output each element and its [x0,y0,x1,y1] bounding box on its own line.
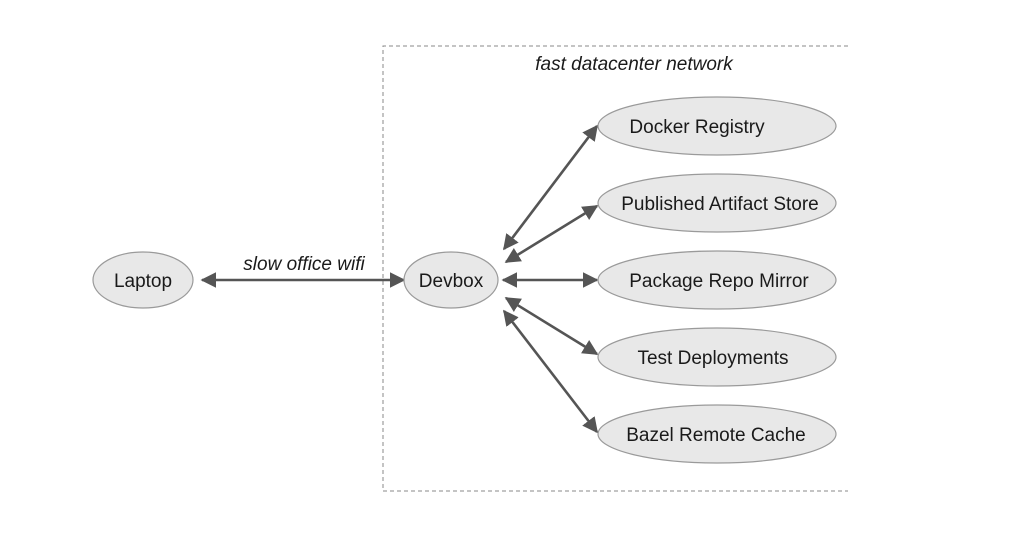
edge-devbox-artifact-store [504,204,599,264]
node-package-repo-label: Package Repo Mirror [629,271,809,292]
node-docker-registry-label: Docker Registry [629,117,765,138]
node-docker-registry: Docker Registry [597,96,837,156]
node-bazel-cache-label: Bazel Remote Cache [626,425,806,446]
edges: slow office wifi [200,124,599,434]
datacenter-cluster: fast datacenter network [382,45,848,492]
node-package-repo: Package Repo Mirror [597,250,837,310]
edge-devbox-test-deployments [504,296,599,356]
node-test-deployments: Test Deployments [597,327,837,387]
edge-devbox-docker-registry [502,124,599,251]
node-artifact-store-label: Published Artifact Store [621,194,819,215]
node-laptop-label: Laptop [114,271,172,292]
datacenter-cluster-border [382,45,848,492]
node-devbox-label: Devbox [419,271,484,292]
node-bazel-cache: Bazel Remote Cache [597,404,837,464]
node-artifact-store: Published Artifact Store [597,173,837,233]
node-test-deployments-label: Test Deployments [637,348,788,369]
edge-label-slow-office-wifi: slow office wifi [243,254,365,275]
node-laptop: Laptop [92,251,194,309]
edge-devbox-bazel-cache [502,309,599,434]
node-devbox: Devbox [403,251,499,309]
datacenter-cluster-label: fast datacenter network [535,54,734,75]
